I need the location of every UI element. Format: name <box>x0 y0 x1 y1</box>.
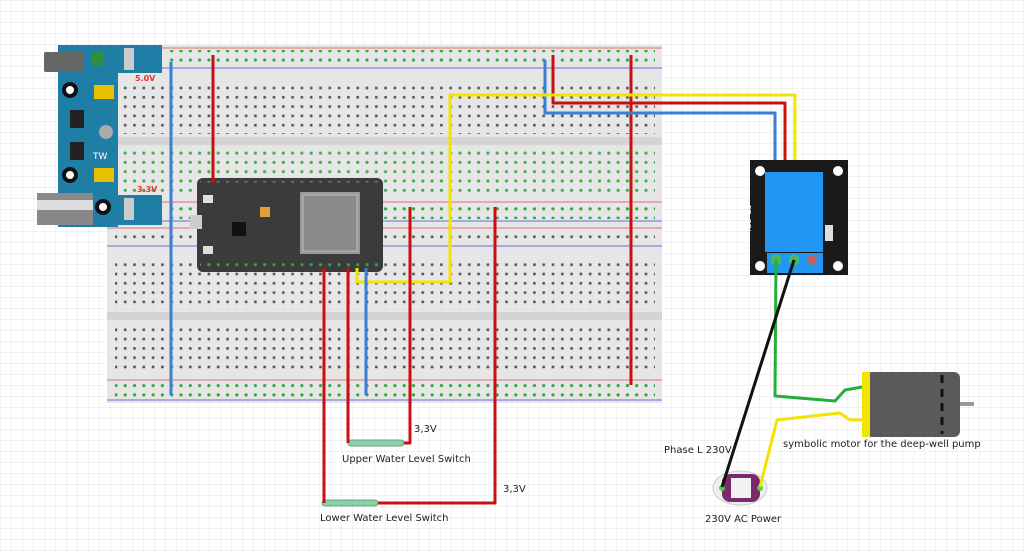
wire-red-relay-vcc <box>551 55 787 160</box>
label-5v: 5.0V <box>135 74 156 83</box>
esp32-devkit <box>190 178 383 272</box>
relay-name: FE_SRly <box>743 205 752 237</box>
relay-module <box>750 160 848 275</box>
phase-label: Phase L 230V <box>664 445 732 456</box>
wire-red-upper-switch-vcc <box>404 207 412 445</box>
power-supply-module <box>37 45 162 227</box>
lower-reed-switch <box>321 499 379 507</box>
wire-yellow-neutral <box>758 411 862 488</box>
ac-power-connector <box>712 470 768 506</box>
upper-switch-label: Upper Water Level Switch <box>342 454 471 465</box>
power-module-logo: TW <box>93 152 108 162</box>
wire-black-phase <box>720 259 796 488</box>
label-3v3: 3.3V <box>137 185 158 194</box>
ac-power-label: 230V AC Power <box>705 514 782 525</box>
upper-reed-switch <box>347 439 405 447</box>
lower-voltage-label: 3,3V <box>503 484 526 495</box>
motor-label: symbolic motor for the deep-well pump <box>783 439 981 450</box>
wire-green-motor <box>773 259 863 403</box>
wire-blue-relay-gnd <box>543 60 777 160</box>
wire-red-lower-switch-vcc <box>378 207 497 505</box>
lower-switch-label: Lower Water Level Switch <box>320 513 449 524</box>
dc-motor <box>862 372 974 437</box>
wire-yellow-relay-signal <box>355 93 797 284</box>
upper-voltage-label: 3,3V <box>414 424 437 435</box>
